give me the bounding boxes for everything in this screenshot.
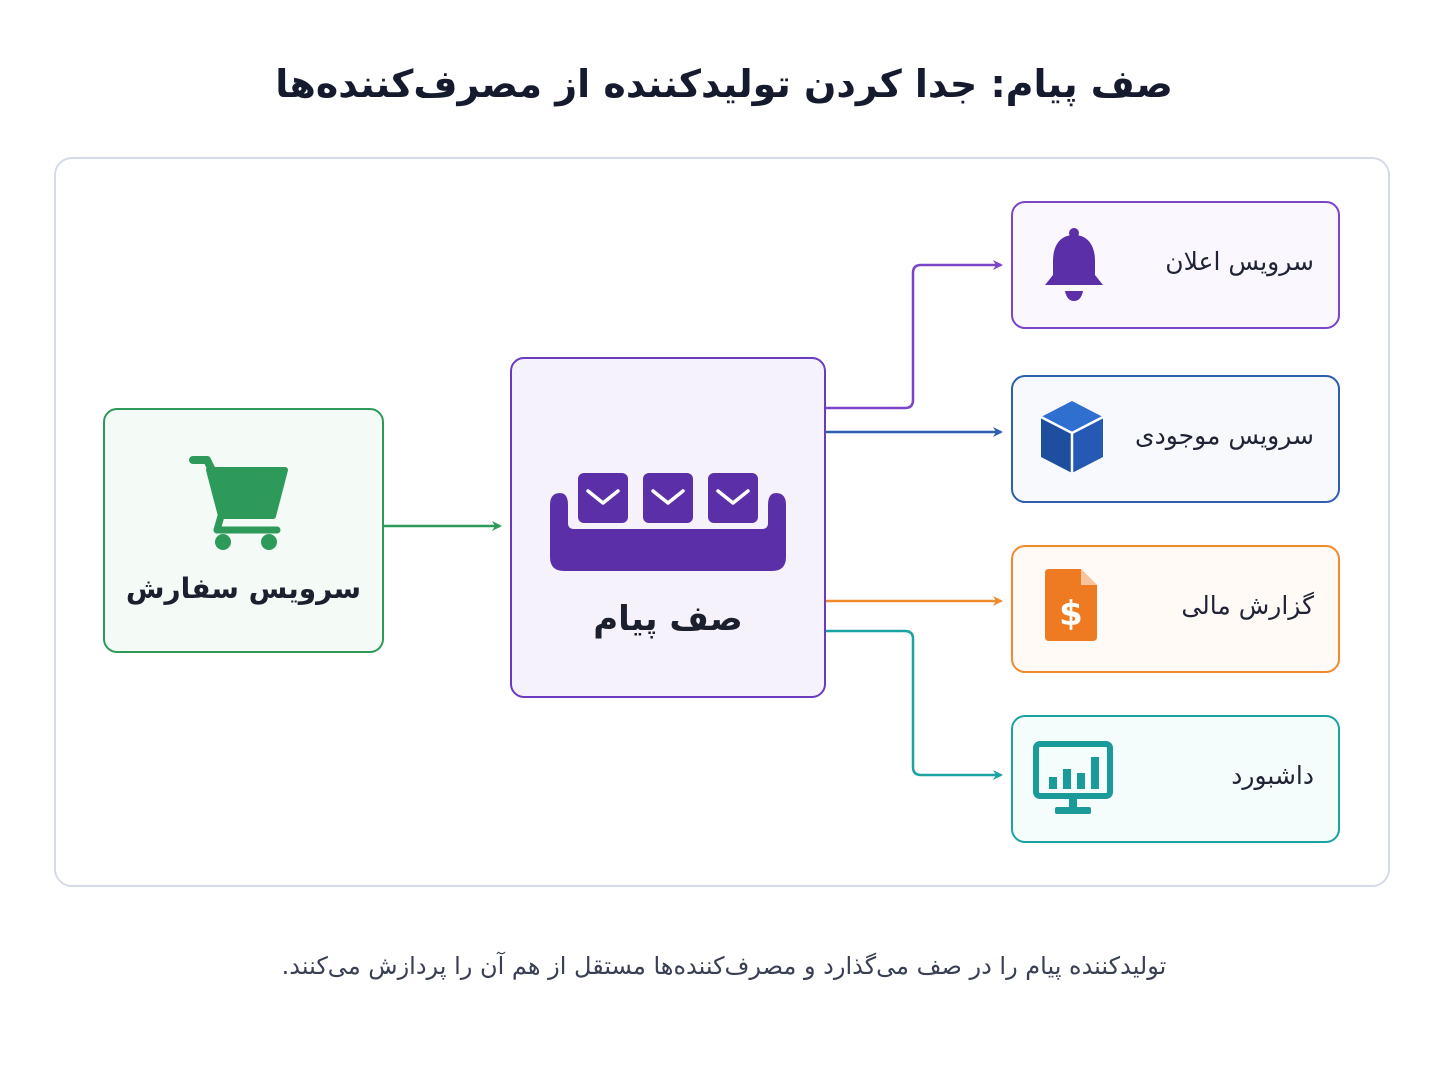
consumer-notify: سرویس اعلان — [1011, 201, 1340, 329]
producer-label: سرویس سفارش — [125, 572, 362, 605]
bell-icon — [1045, 228, 1103, 301]
message-queue-icon — [550, 473, 786, 571]
cube-icon — [1040, 401, 1104, 473]
queue-node: صف پیام — [510, 357, 826, 698]
shopping-cart-icon — [189, 456, 288, 550]
consumer-notify-label: سرویس اعلان — [1165, 247, 1314, 276]
consumer-inventory: سرویس موجودی — [1011, 375, 1340, 503]
svg-text:$: $ — [1059, 594, 1083, 634]
arrow-queue-to-notify — [826, 260, 1003, 410]
consumer-finance-label: گزارش مالی — [1181, 591, 1314, 620]
diagram-title: صف پیام: جدا کردن تولیدکننده از مصرف‌کنن… — [275, 62, 1173, 106]
consumer-inventory-label: سرویس موجودی — [1135, 421, 1314, 450]
monitor-chart-icon — [1033, 741, 1113, 814]
consumer-dashboard: داشبورد — [1011, 715, 1340, 843]
queue-label: صف پیام — [593, 599, 743, 639]
consumer-dashboard-label: داشبورد — [1231, 761, 1314, 790]
producer-node: سرویس سفارش — [103, 408, 384, 653]
consumer-finance: $ گزارش مالی — [1011, 545, 1340, 673]
arrow-queue-to-dashboard — [826, 629, 1003, 780]
diagram-caption: تولیدکننده پیام را در صف می‌گذارد و مصرف… — [281, 952, 1167, 980]
dollar-document-icon: $ — [1045, 569, 1097, 641]
